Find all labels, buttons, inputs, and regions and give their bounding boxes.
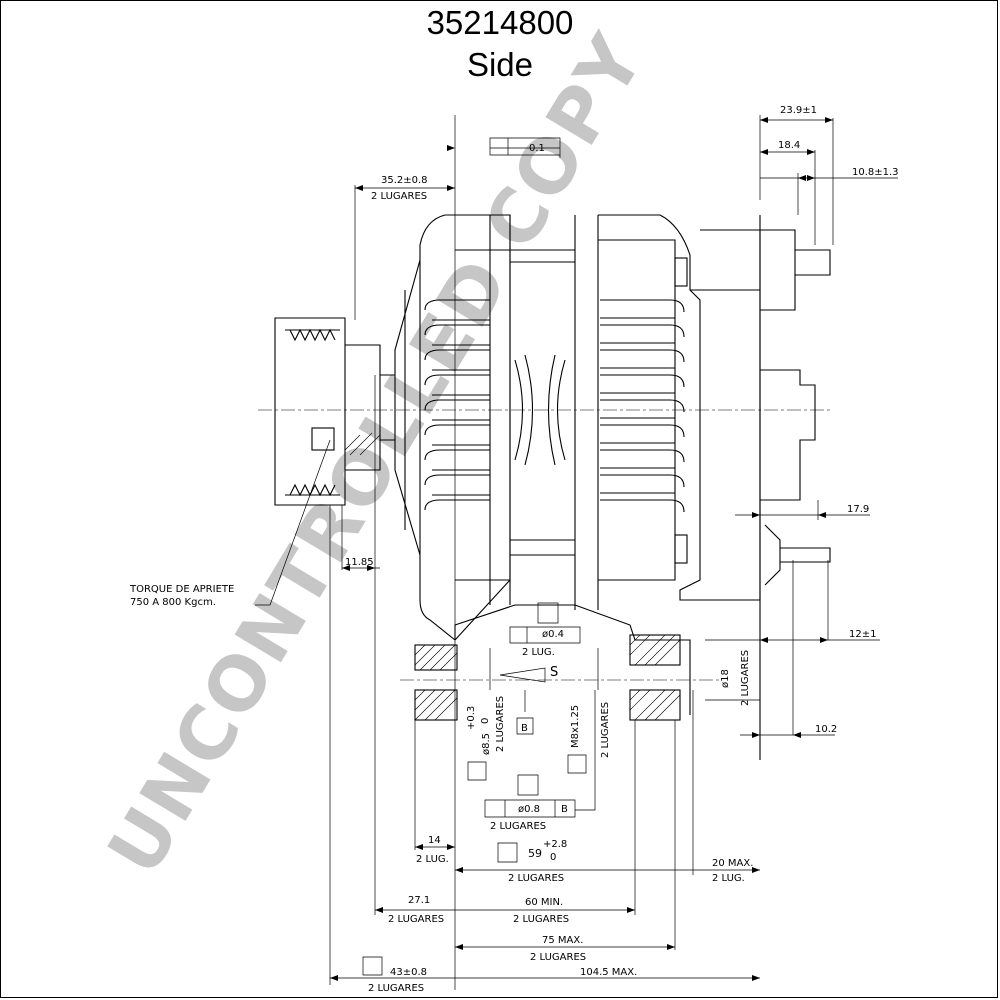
dim-18-4: 18.4 xyxy=(778,140,800,151)
dim-m8-lugares: 2 LUGARES xyxy=(600,702,611,758)
dim-75: 75 MAX. xyxy=(542,935,583,946)
concentric-datum-b: B xyxy=(561,804,568,815)
dim-35-2-lugares: 2 LUGARES xyxy=(371,191,427,202)
flatness-tolerance: 0.1 xyxy=(529,143,545,154)
dim-104-5: 104.5 MAX. xyxy=(580,967,637,978)
dim-12: 12±1 xyxy=(849,629,876,640)
dim-60-lugares: 2 LUGARES xyxy=(513,914,569,925)
position-tolerance: ø0.4 xyxy=(542,629,564,640)
part-number-title: 35214800 xyxy=(426,4,574,41)
section-s: S xyxy=(550,665,558,680)
view-title: Side xyxy=(466,46,534,83)
dim-23-9: 23.9±1 xyxy=(780,105,817,116)
dimension-lines xyxy=(255,115,898,990)
concentric-tolerance: ø0.8 xyxy=(518,804,540,815)
dim-10-2: 10.2 xyxy=(815,724,837,735)
section-hatching xyxy=(344,432,681,721)
dim-17-9: 17.9 xyxy=(847,504,869,515)
dim-diam-8-5-lugares: 2 LUGARES xyxy=(495,696,506,752)
dim-10-8: 10.8±1.3 xyxy=(852,167,899,178)
dim-35-2: 35.2±0.8 xyxy=(381,175,428,186)
dim-43: 43±0.8 xyxy=(390,967,427,978)
torque-label-line2: 750 A 800 Kgcm. xyxy=(130,597,216,608)
datum-b: B xyxy=(521,723,528,734)
watermark-text: UNCONTROLLED COPY xyxy=(92,20,662,889)
dim-59: 59 xyxy=(528,847,542,860)
dim-20: 20 MAX. xyxy=(712,858,753,869)
dim-11-85: 11.85 xyxy=(345,557,374,568)
concentric-lugares: 2 LUGARES xyxy=(490,821,546,832)
dim-59-tol-lower: 0 xyxy=(550,852,556,863)
dimension-arrows xyxy=(330,117,833,981)
dim-diam-8-5-tol-upper: +0.3 xyxy=(466,706,477,730)
dim-75-lugares: 2 LUGARES xyxy=(530,952,586,963)
dim-14: 14 xyxy=(428,835,441,846)
dim-59-tol-upper: +2.8 xyxy=(543,839,567,850)
dim-27-1: 27.1 xyxy=(408,895,430,906)
torque-label-line1: TORQUE DE APRIETE xyxy=(129,584,234,595)
dim-diam-18-lugares: 2 LUGARES xyxy=(740,650,751,706)
dim-diam-8-5-tol-lower: 0 xyxy=(480,718,491,724)
dim-43-lugares: 2 LUGARES xyxy=(368,983,424,994)
position-2-lug: 2 LUG. xyxy=(522,647,555,658)
dim-14-lug: 2 LUG. xyxy=(416,854,449,865)
dim-60: 60 MIN. xyxy=(525,897,563,908)
dim-diam-18: ø18 xyxy=(720,669,731,688)
dimension-labels: 23.9±1 18.4 10.8±1.3 35.2±0.8 2 LUGARES … xyxy=(129,105,899,994)
dim-diam-8-5: ø8.5 xyxy=(481,733,492,755)
center-lines xyxy=(258,409,830,681)
dim-27-1-lugares: 2 LUGARES xyxy=(388,914,444,925)
dim-m8-thread: M8x1.25 xyxy=(570,705,581,748)
dim-59-lugares: 2 LUGARES xyxy=(508,873,564,884)
dim-20-lug: 2 LUG. xyxy=(712,873,745,884)
